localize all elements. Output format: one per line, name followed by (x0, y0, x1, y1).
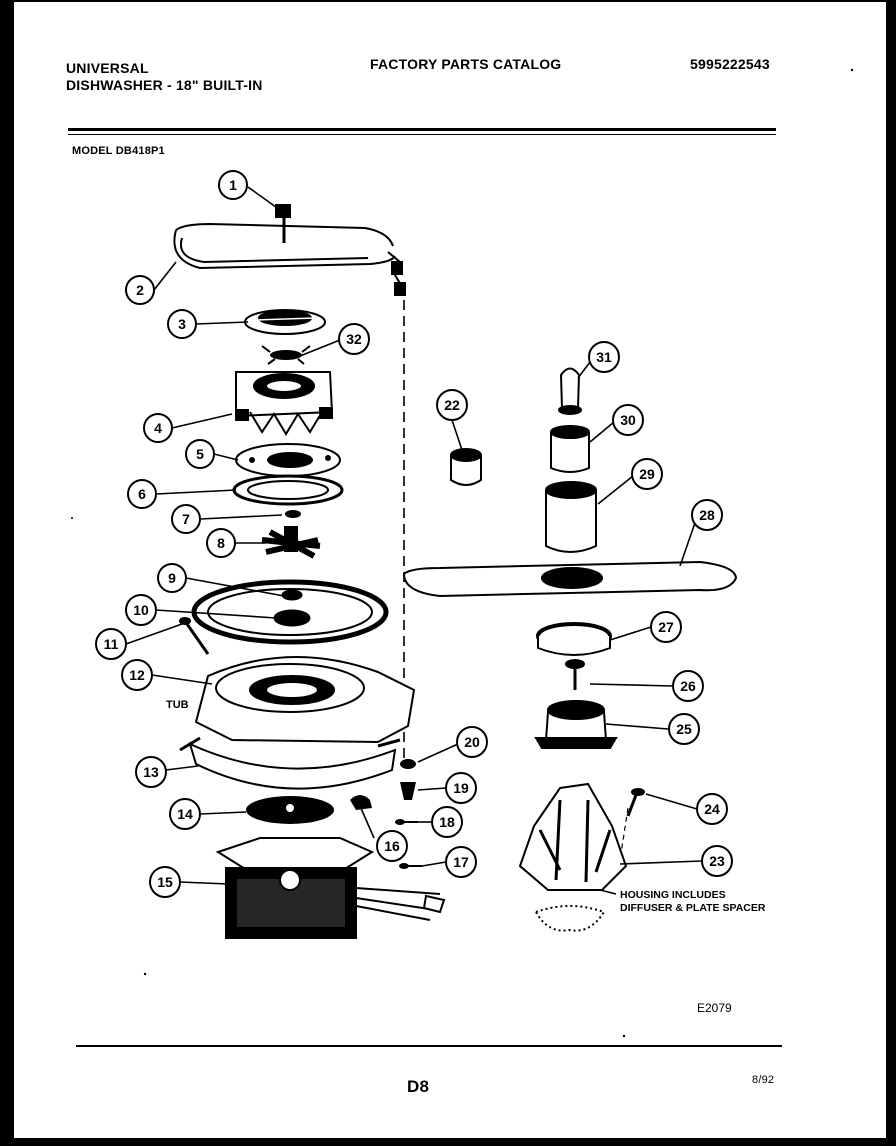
disc-drawing (246, 796, 334, 824)
svg-text:14: 14 (177, 806, 193, 822)
svg-text:32: 32 (346, 331, 362, 347)
balloon-24: 24 (696, 793, 728, 825)
balloon-32: 32 (338, 323, 370, 355)
svg-text:15: 15 (157, 874, 173, 890)
lower-assembly-drawing (534, 622, 618, 749)
product-title: DISHWASHER - 18" BUILT-IN (66, 77, 263, 93)
balloon-6: 6 (127, 479, 157, 509)
svg-text:6: 6 (138, 486, 146, 502)
plate-drawing (235, 443, 341, 477)
svg-text:26: 26 (680, 678, 696, 694)
balloon-1: 1 (218, 170, 248, 200)
svg-text:17: 17 (453, 854, 469, 870)
catalog-title: FACTORY PARTS CATALOG (370, 56, 562, 72)
balloon-30: 30 (612, 404, 644, 436)
svg-text:30: 30 (620, 412, 636, 428)
balloon-19: 19 (445, 772, 477, 804)
leader-lines (125, 186, 703, 895)
svg-text:5: 5 (196, 446, 204, 462)
balloon-25: 25 (668, 713, 700, 745)
svg-text:4: 4 (154, 420, 162, 436)
svg-text:22: 22 (444, 397, 460, 413)
heating-element-drawing (173, 204, 406, 296)
balloon-29: 29 (631, 458, 663, 490)
svg-text:24: 24 (704, 801, 720, 817)
print-date: 8/92 (752, 1074, 775, 1086)
balloon-9: 9 (157, 563, 187, 593)
svg-text:19: 19 (453, 780, 469, 796)
balloon-12: 12 (121, 659, 153, 691)
catalog-number: 5995222543 (690, 56, 770, 72)
svg-text:28: 28 (699, 507, 715, 523)
svg-text:8: 8 (217, 535, 225, 551)
tub-label: TUB (166, 699, 189, 711)
screw-24-drawing (626, 788, 645, 817)
balloon-15: 15 (149, 866, 181, 898)
balloon-7: 7 (171, 504, 201, 534)
balloon-27: 27 (650, 611, 682, 643)
seal-drawing (261, 345, 311, 365)
balloon-26: 26 (672, 670, 704, 702)
balloon-14: 14 (169, 798, 201, 830)
balloon-23: 23 (701, 845, 733, 877)
svg-text:2: 2 (136, 282, 144, 298)
balloon-2: 2 (125, 275, 155, 305)
balloon-22: 22 (436, 389, 468, 421)
balloon-28: 28 (691, 499, 723, 531)
small-hardware-drawing (350, 759, 422, 869)
svg-text:25: 25 (676, 721, 692, 737)
svg-text:31: 31 (596, 349, 612, 365)
balloon-8: 8 (206, 528, 236, 558)
page-number: D8 (407, 1077, 430, 1096)
svg-text:29: 29 (639, 466, 655, 482)
svg-text:27: 27 (658, 619, 674, 635)
screw-11-drawing (179, 617, 210, 655)
model-number: MODEL DB418P1 (72, 145, 165, 157)
header-rule-thin (68, 134, 776, 135)
svg-text:1: 1 (229, 177, 237, 193)
balloon-5: 5 (185, 439, 215, 469)
balloon-4: 4 (143, 413, 173, 443)
pump-housing-drawing (235, 371, 334, 436)
svg-text:23: 23 (709, 853, 725, 869)
header-rule (68, 128, 776, 131)
footer-rule (76, 1045, 782, 1047)
balloon-11: 11 (95, 628, 127, 660)
svg-text:11: 11 (104, 636, 119, 652)
balloon-3: 3 (167, 309, 197, 339)
svg-text:7: 7 (182, 511, 190, 527)
motor-drawing (215, 837, 446, 939)
spray-arm-drawing (402, 560, 738, 598)
balloon-18: 18 (431, 806, 463, 838)
drawing-id: E2079 (697, 1001, 732, 1015)
balloon-20: 20 (456, 726, 488, 758)
balloon-10: 10 (125, 594, 157, 626)
brand-name: UNIVERSAL (66, 60, 149, 76)
housing-note-line2: DIFFUSER & PLATE SPACER (620, 902, 766, 914)
svg-text:20: 20 (464, 734, 480, 750)
bearing-22-drawing (450, 448, 482, 486)
svg-text:13: 13 (143, 764, 159, 780)
balloon-17: 17 (445, 846, 477, 878)
balloon-16: 16 (376, 830, 408, 862)
part-balloons: 1 2 3 4 5 6 7 8 9 10 11 12 13 14 15 16 1… (95, 170, 733, 898)
svg-text:12: 12 (129, 667, 145, 683)
balloon-31: 31 (588, 341, 620, 373)
svg-text:3: 3 (178, 316, 186, 332)
balloon-13: 13 (135, 756, 167, 788)
svg-text:18: 18 (439, 814, 455, 830)
sump-drawing (179, 656, 416, 790)
svg-text:10: 10 (133, 602, 149, 618)
housing-note-line1: HOUSING INCLUDES (620, 889, 726, 901)
svg-text:16: 16 (384, 838, 400, 854)
impeller-drawing (244, 309, 326, 335)
spray-tower-drawing (545, 367, 597, 553)
svg-text:9: 9 (168, 570, 176, 586)
chopper-drawing (261, 510, 321, 559)
